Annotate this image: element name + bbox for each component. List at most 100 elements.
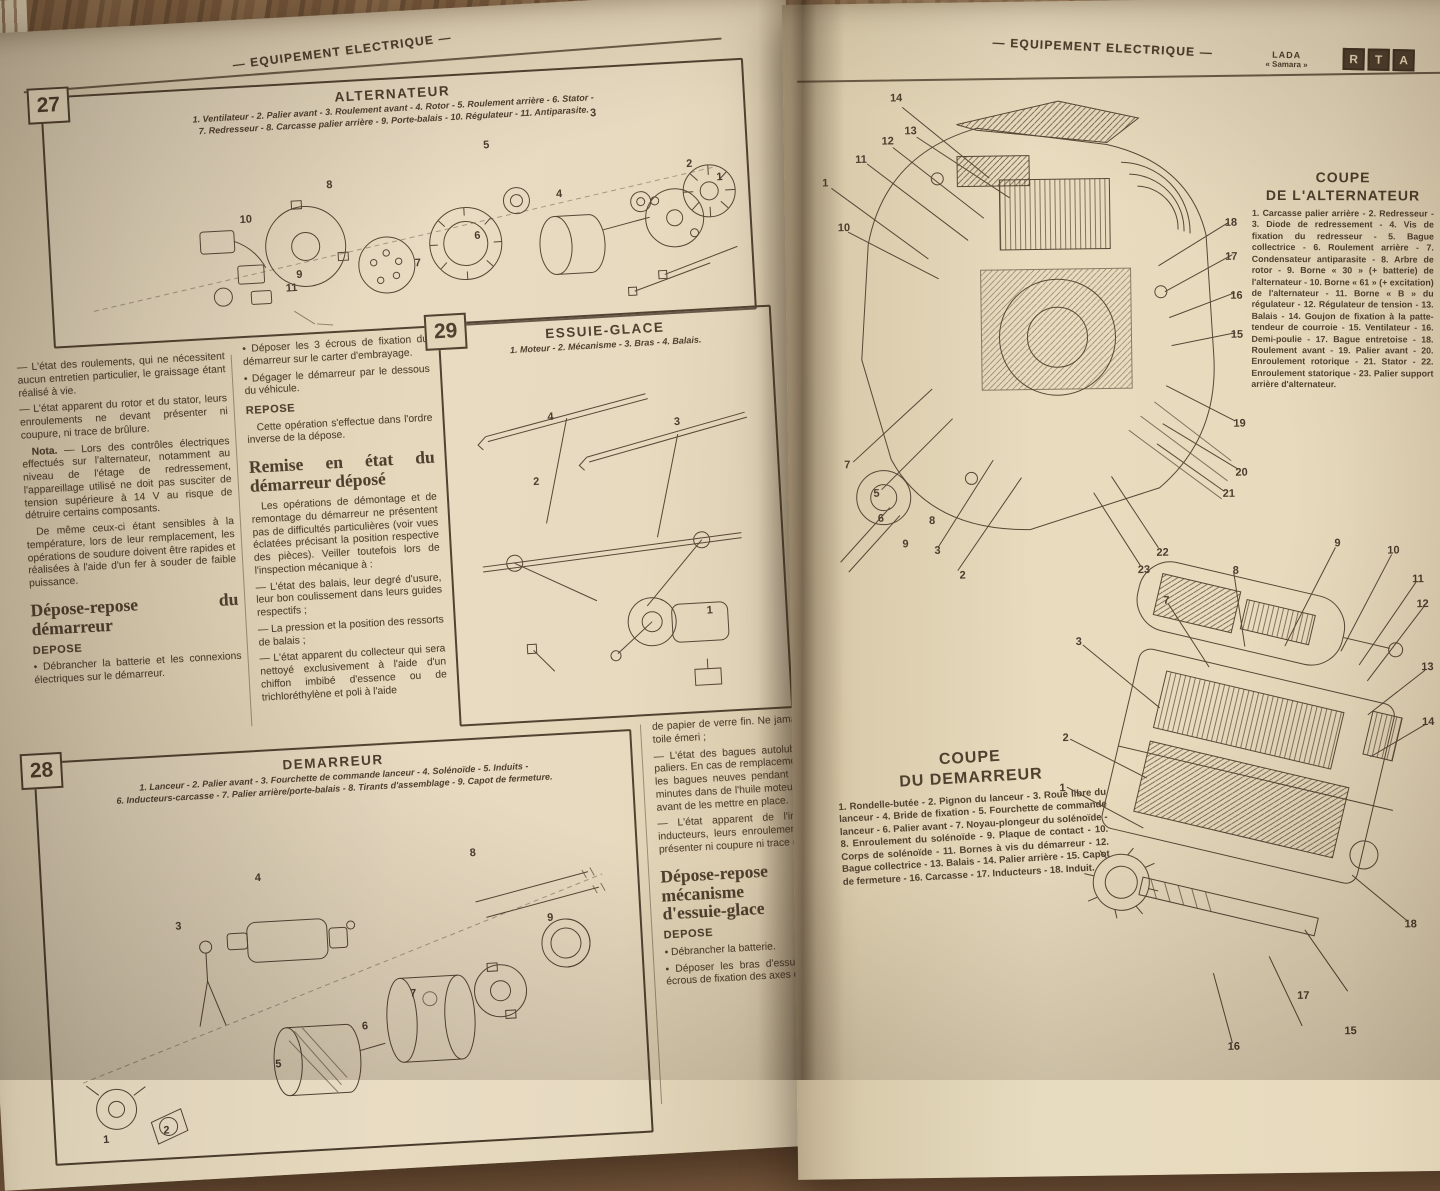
callout-number: 12 — [881, 135, 894, 148]
callout-number: 7 — [844, 458, 851, 472]
callout-number: 5 — [482, 139, 490, 152]
callout-number: 8 — [326, 179, 333, 192]
callout-number: 8 — [469, 847, 477, 860]
callout-number: 10 — [239, 213, 253, 227]
callout-number: 22 — [1156, 546, 1169, 560]
coupe-alternateur-title-line1: COUPE — [1315, 169, 1371, 186]
nota-paragraph: Nota. — Lors des contrôles électriques e… — [22, 435, 233, 522]
callout-number: 11 — [1412, 573, 1424, 586]
figure-29-number: 29 — [423, 312, 468, 351]
figure-27-number: 27 — [26, 86, 71, 125]
callout-number: 1 — [1059, 781, 1066, 794]
callout-number: 4 — [555, 188, 563, 201]
callout-number: 14 — [1421, 715, 1435, 729]
coupe-alternateur-title: COUPE DE L'ALTERNATEUR — [1252, 169, 1434, 205]
rta-logo-letter: R — [1342, 47, 1365, 71]
callout-number: 3 — [174, 920, 182, 933]
callout-number: 2 — [532, 475, 540, 488]
callout-number: 13 — [1421, 660, 1434, 674]
callout-number: 10 — [1387, 544, 1400, 557]
callout-number: 16 — [1227, 1040, 1241, 1053]
wiper-mechanism-diagram — [477, 393, 748, 686]
paragraph: — L'état apparent du rotor et du stator,… — [19, 393, 229, 442]
coupe-alternateur-title-line2: DE L'ALTERNATEUR — [1265, 186, 1421, 203]
callout-number: 3 — [934, 545, 941, 558]
starter-exploded-diagram — [82, 867, 606, 1145]
callout-number: 14 — [889, 92, 903, 105]
callout-number: 1 — [716, 171, 723, 184]
callout-number: 9 — [902, 538, 909, 551]
callout-number: 3 — [673, 415, 681, 429]
callout-number: 17 — [1225, 250, 1238, 263]
callout-number: 7 — [409, 987, 417, 1000]
left-running-head: — EQUIPEMENT ELECTRIQUE — — [231, 30, 453, 72]
callout-number: 15 — [1230, 328, 1244, 341]
paragraph: — L'état des balais, leur degré d'usure,… — [255, 571, 443, 619]
callout-number: 11 — [285, 282, 298, 295]
starter-cutaway-diagram — [1066, 547, 1427, 1043]
callout-number: 17 — [1297, 989, 1310, 1003]
callout-number: 7 — [1163, 594, 1170, 607]
heading-depose-repose-demarreur: Dépose-repose du démarreur — [30, 588, 239, 640]
right-page: — EQUIPEMENT ELECTRIQUE — LADA « Samara … — [781, 0, 1440, 1180]
left-column-1: — L'état des roulements, qui ne nécessit… — [17, 351, 243, 692]
rta-logo: R T A — [1342, 47, 1415, 72]
callout-number: 2 — [163, 1124, 170, 1137]
paragraph: • Dégager le démarreur par le dessous du… — [243, 363, 431, 398]
coupe-alternateur-caption: 1. Carcasse palier arrière - 2. Redresse… — [1251, 207, 1434, 390]
coupe-alternateur-block: COUPE DE L'ALTERNATEUR 1. Carcasse palie… — [1251, 169, 1434, 391]
callout-number: 4 — [254, 871, 262, 884]
brand-submodel: « Samara » — [1265, 59, 1308, 70]
rta-logo-letter: A — [1392, 48, 1415, 72]
callout-number: 9 — [295, 269, 303, 282]
callout-number: 13 — [904, 125, 917, 138]
left-page: — EQUIPEMENT ELECTRIQUE — 27 ALTERNATEUR… — [0, 0, 866, 1191]
callout-number: 19 — [1233, 417, 1246, 430]
callout-number: 7 — [414, 256, 422, 269]
paragraph: — L'état apparent du collecteur qui sera… — [259, 643, 448, 704]
callout-number: 1 — [822, 177, 829, 190]
callout-number: 2 — [1062, 732, 1069, 745]
callout-number: 10 — [837, 222, 851, 235]
alternator-exploded-diagram — [93, 164, 738, 326]
callout-number: 21 — [1222, 487, 1236, 500]
callout-number: 1 — [706, 604, 714, 617]
callout-number: 16 — [1230, 289, 1243, 302]
callout-number: 5 — [275, 1058, 282, 1071]
callout-number: 6 — [473, 229, 481, 242]
figure-28-number: 28 — [19, 751, 64, 791]
callout-number: 2 — [685, 157, 693, 171]
paragraph: Cette opération s'effectue dans l'ordre … — [247, 412, 433, 447]
callout-number: 9 — [546, 912, 554, 925]
callout-number: 20 — [1235, 466, 1248, 479]
callout-number: 6 — [361, 1020, 369, 1033]
callout-number: 18 — [1404, 918, 1417, 931]
rta-logo-letter: T — [1367, 48, 1390, 71]
alternator-cutaway-diagram — [831, 100, 1238, 573]
callout-number: 3 — [1075, 635, 1082, 648]
figure-28-demarreur: 28 DEMARREUR 1. Lanceur - 2. Palier avan… — [19, 729, 654, 1166]
callout-number: 18 — [1224, 216, 1238, 229]
callout-number: 8 — [1232, 564, 1239, 577]
heading-remise-en-etat: Remise en état du démarreur déposé — [248, 446, 436, 497]
brand-block: LADA « Samara » — [1244, 49, 1328, 70]
paragraph: — L'état des roulements, qui ne nécessit… — [16, 351, 226, 400]
callout-number: 12 — [1416, 597, 1429, 610]
callout-number: 23 — [1137, 564, 1151, 577]
callout-number: 6 — [877, 512, 885, 525]
callout-number: 2 — [959, 569, 966, 582]
callout-number: 8 — [929, 514, 936, 528]
left-column-2: • Déposer les 3 écrous de fixation du dé… — [242, 334, 448, 709]
callout-number: 3 — [589, 106, 597, 119]
starter-cutaway-figure: 9 10 11 12 8 7 3 2 1 13 14 18 17 16 15 — [1047, 524, 1440, 1079]
callout-number: 4 — [547, 410, 554, 424]
figure-29-essuie-glace: 29 ESSUIE-GLACE 1. Moteur - 2. Mécanisme… — [423, 304, 794, 727]
callout-number: 9 — [1334, 537, 1341, 550]
figure-27-alternateur: 27 ALTERNATEUR 1. Ventilateur - 2. Palie… — [26, 57, 757, 349]
paragraph: Les opérations de démontage et de remont… — [251, 491, 441, 577]
callout-number: 15 — [1344, 1025, 1357, 1038]
callout-number: 11 — [855, 154, 867, 167]
callout-number: 1 — [102, 1133, 110, 1146]
callout-number: 5 — [873, 487, 880, 500]
